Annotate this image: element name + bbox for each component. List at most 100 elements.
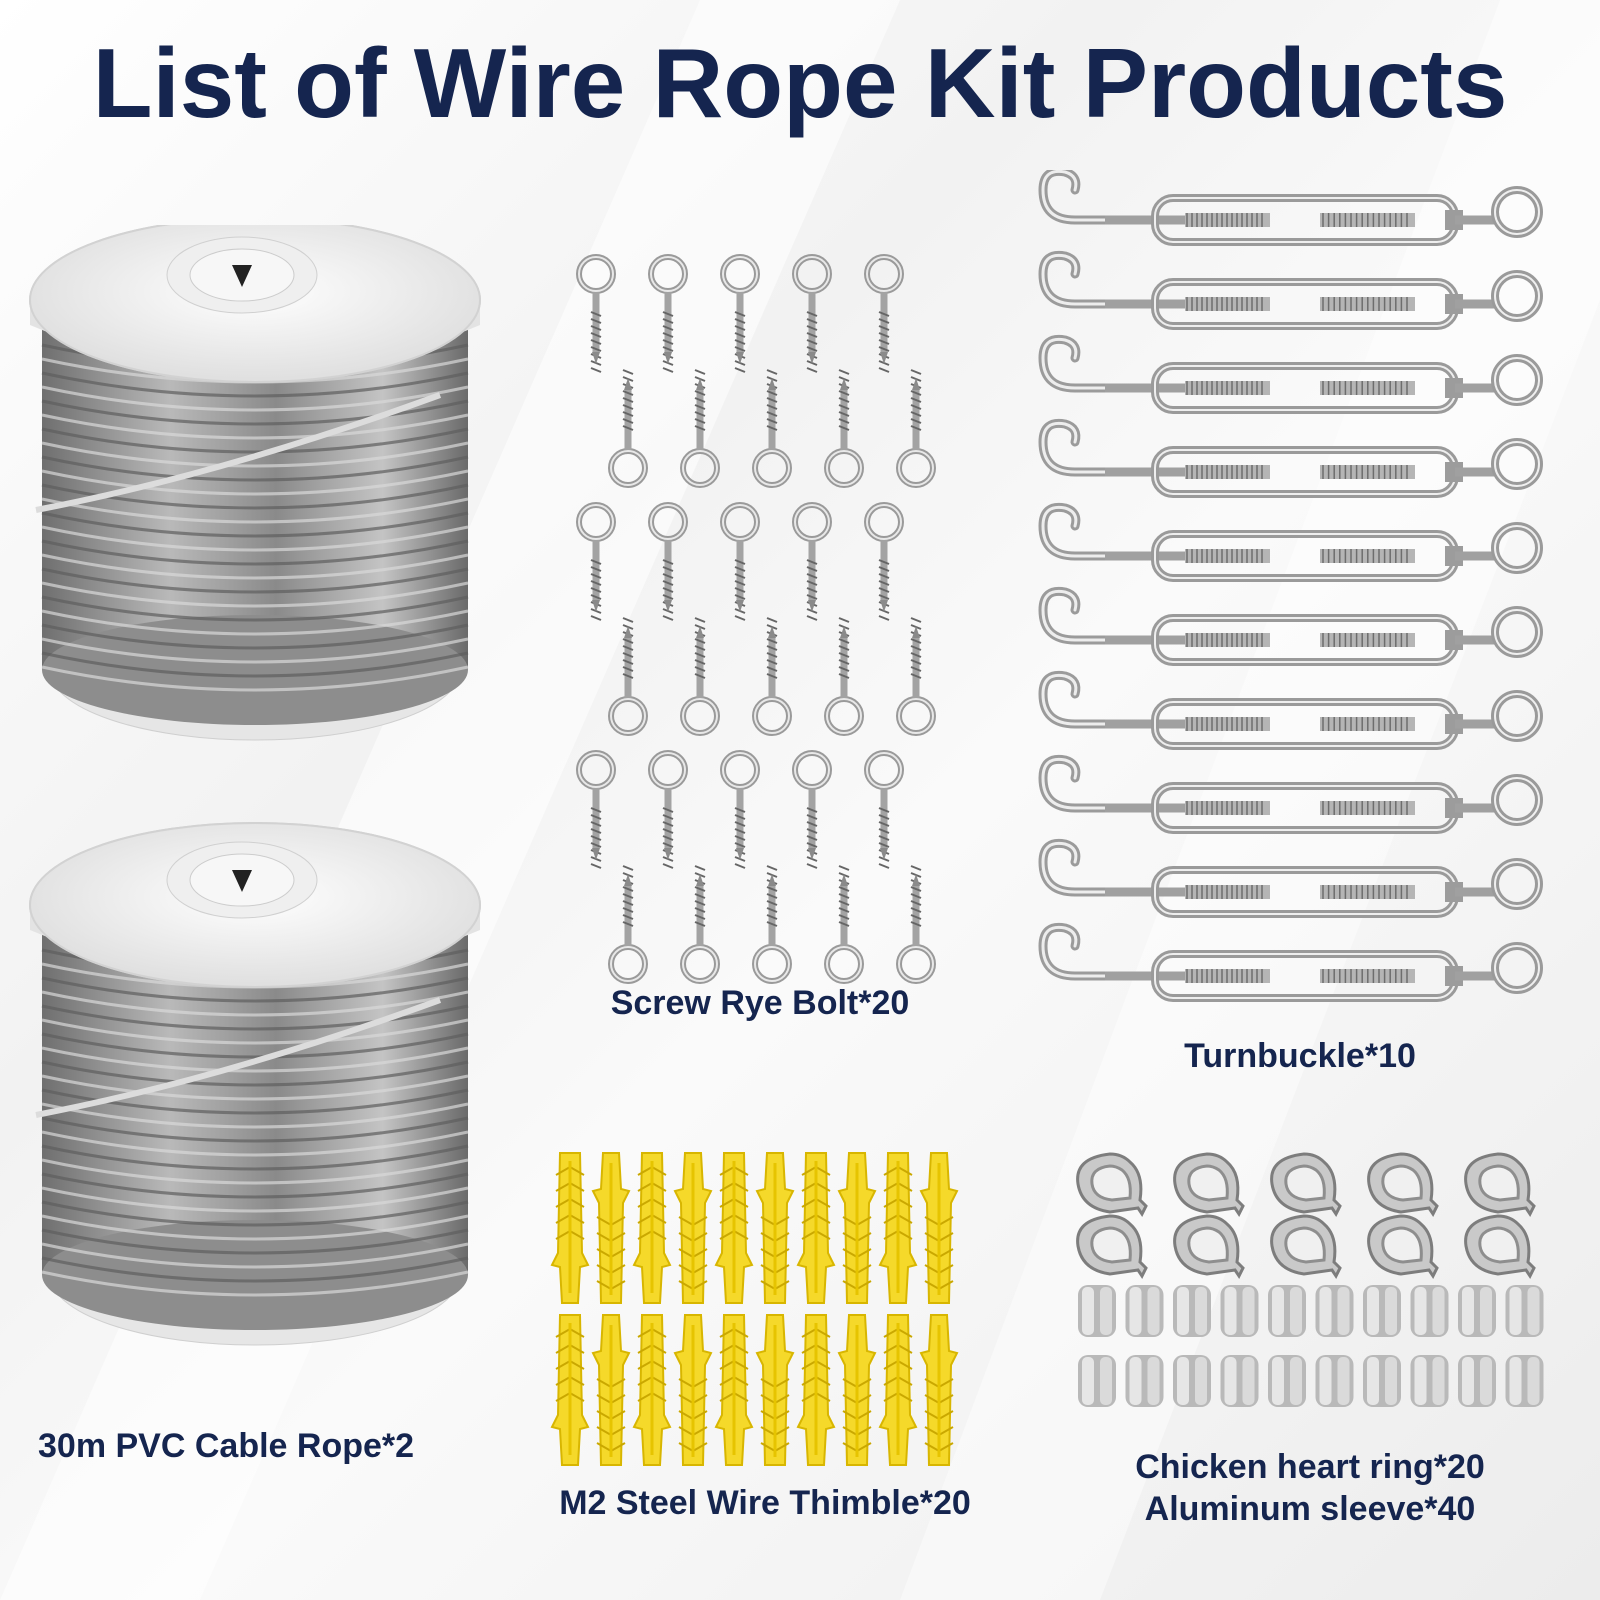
aluminum-sleeve-icon (1125, 1355, 1164, 1407)
aluminum-sleeve-icon (1125, 1285, 1164, 1337)
turnbuckle-icon (1038, 670, 1543, 750)
turnbuckle-icon (1038, 334, 1543, 414)
plastic-anchor-icon (591, 1314, 631, 1466)
screw-eye-bolt-icon (648, 750, 688, 869)
aluminum-sleeve-icon (1268, 1285, 1306, 1337)
label-turnbuckle: Turnbuckle*10 (1184, 1037, 1416, 1075)
screw-eye-bolt-icon (896, 369, 936, 488)
thimble-icon (1173, 1214, 1245, 1279)
label-screw-eye-bolt: Screw Rye Bolt*20 (610, 984, 910, 1022)
plastic-anchor-icon (837, 1152, 877, 1304)
screw-eye-bolt-icon (824, 865, 864, 984)
aluminum-sleeve-icon (1268, 1355, 1306, 1407)
plastic-anchor-icon (550, 1314, 590, 1466)
plastic-anchor-icon (878, 1152, 918, 1304)
plastic-anchor-group (550, 1152, 959, 1466)
aluminum-sleeve-icon (1410, 1355, 1449, 1407)
plastic-anchor-icon (919, 1314, 959, 1466)
screw-eye-bolt-icon (680, 865, 720, 984)
cable-spool-group (29, 225, 481, 1346)
plastic-anchor-icon (755, 1152, 795, 1304)
aluminum-sleeve-icon (1220, 1355, 1259, 1407)
plastic-anchor-icon (878, 1314, 918, 1466)
thimble-icon (1367, 1214, 1439, 1279)
thimble-icon (1464, 1214, 1536, 1279)
screw-eye-bolt-icon (752, 865, 792, 984)
screw-eye-bolt-icon (720, 254, 760, 373)
screw-eye-bolt-icon (608, 369, 648, 488)
screw-eye-bolt-group (576, 254, 936, 984)
turnbuckle-group (1038, 170, 1543, 1002)
screw-eye-bolt-icon (792, 502, 832, 621)
aluminum-sleeve-icon (1363, 1285, 1401, 1337)
aluminum-sleeve-icon (1315, 1285, 1354, 1337)
label-plastic-anchor: M2 Steel Wire Thimble*20 (559, 1484, 971, 1522)
aluminum-sleeve-icon (1078, 1355, 1116, 1407)
turnbuckle-icon (1038, 418, 1543, 498)
screw-eye-bolt-icon (824, 617, 864, 736)
cable-spool-icon (29, 822, 481, 1346)
screw-eye-bolt-icon (720, 750, 760, 869)
turnbuckle-icon (1038, 586, 1543, 666)
plastic-anchor-icon (837, 1314, 877, 1466)
label-sleeve: Aluminum sleeve*40 (1144, 1490, 1476, 1528)
aluminum-sleeve-icon (1410, 1285, 1449, 1337)
aluminum-sleeve-icon (1505, 1355, 1544, 1407)
screw-eye-bolt-icon (792, 254, 832, 373)
page-title: List of Wire Rope Kit Products (92, 28, 1508, 138)
screw-eye-bolt-icon (680, 617, 720, 736)
screw-eye-bolt-icon (576, 502, 616, 621)
screw-eye-bolt-icon (864, 254, 904, 373)
screw-eye-bolt-icon (792, 750, 832, 869)
thimble-sleeve-group (1076, 1152, 1544, 1407)
screw-eye-bolt-icon (608, 617, 648, 736)
thimble-icon (1076, 1152, 1148, 1217)
screw-eye-bolt-icon (576, 750, 616, 869)
aluminum-sleeve-icon (1505, 1285, 1544, 1337)
aluminum-sleeve-icon (1458, 1285, 1496, 1337)
screw-eye-bolt-icon (680, 369, 720, 488)
screw-eye-bolt-icon (896, 617, 936, 736)
turnbuckle-icon (1038, 250, 1543, 330)
plastic-anchor-icon (673, 1314, 713, 1466)
aluminum-sleeve-icon (1078, 1285, 1116, 1337)
screw-eye-bolt-icon (576, 254, 616, 373)
plastic-anchor-icon (796, 1314, 836, 1466)
screw-eye-bolt-icon (752, 369, 792, 488)
screw-eye-bolt-icon (864, 750, 904, 869)
plastic-anchor-icon (919, 1152, 959, 1304)
thimble-icon (1173, 1152, 1245, 1217)
aluminum-sleeve-icon (1363, 1355, 1401, 1407)
plastic-anchor-icon (550, 1152, 590, 1304)
screw-eye-bolt-icon (608, 865, 648, 984)
turnbuckle-icon (1038, 170, 1543, 246)
screw-eye-bolt-icon (648, 254, 688, 373)
plastic-anchor-icon (632, 1152, 672, 1304)
aluminum-sleeve-icon (1173, 1285, 1211, 1337)
turnbuckle-icon (1038, 502, 1543, 582)
cable-spool-icon (29, 225, 481, 741)
screw-eye-bolt-icon (824, 369, 864, 488)
screw-eye-bolt-icon (648, 502, 688, 621)
plastic-anchor-icon (796, 1152, 836, 1304)
thimble-icon (1270, 1214, 1342, 1279)
screw-eye-bolt-icon (720, 502, 760, 621)
plastic-anchor-icon (591, 1152, 631, 1304)
turnbuckle-icon (1038, 922, 1543, 1002)
screw-eye-bolt-icon (752, 617, 792, 736)
turnbuckle-icon (1038, 838, 1543, 918)
label-cable-rope: 30m PVC Cable Rope*2 (38, 1427, 415, 1465)
screw-eye-bolt-icon (896, 865, 936, 984)
turnbuckle-icon (1038, 754, 1543, 834)
thimble-icon (1270, 1152, 1342, 1217)
label-thimble: Chicken heart ring*20 (1135, 1448, 1485, 1486)
screw-eye-bolt-icon (864, 502, 904, 621)
plastic-anchor-icon (714, 1152, 754, 1304)
plastic-anchor-icon (755, 1314, 795, 1466)
aluminum-sleeve-icon (1458, 1355, 1496, 1407)
plastic-anchor-icon (714, 1314, 754, 1466)
aluminum-sleeve-icon (1220, 1285, 1259, 1337)
aluminum-sleeve-icon (1173, 1355, 1211, 1407)
thimble-icon (1367, 1152, 1439, 1217)
thimble-icon (1464, 1152, 1536, 1217)
